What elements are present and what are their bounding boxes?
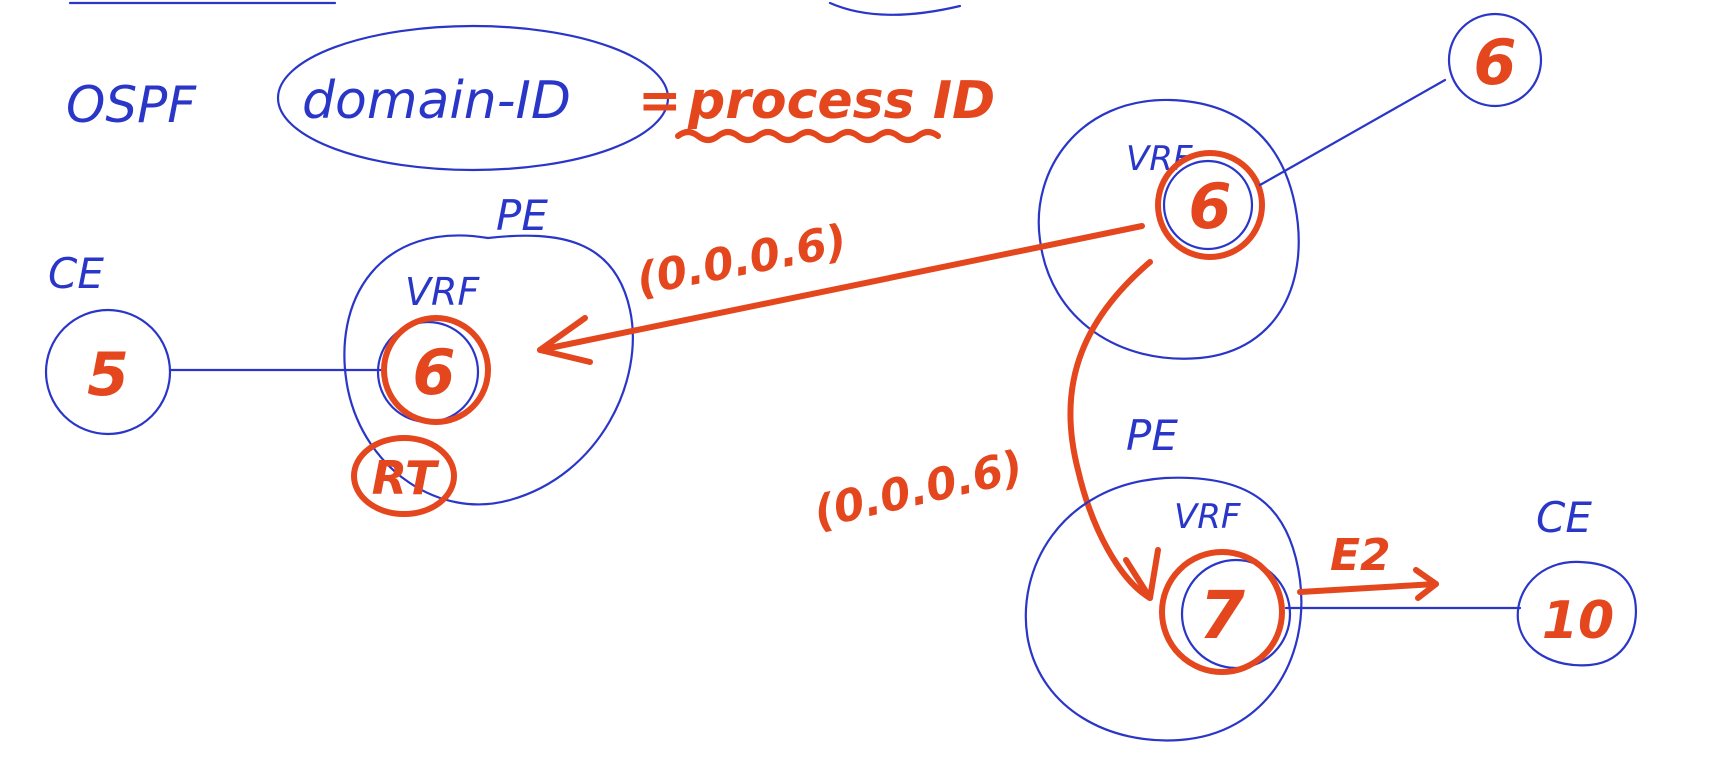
link-top-vrf-to-remote: [1258, 78, 1447, 187]
top-remote-value: 6: [1473, 26, 1516, 99]
route-label-to-bottom: (0.0.0.6): [809, 441, 1028, 539]
bottom-ce-circle: [1516, 560, 1637, 667]
bottom-pe-circle: [1024, 476, 1303, 742]
top-remote-circle: [1447, 12, 1543, 108]
e2-label: E2: [1330, 530, 1391, 581]
left-vrf-label: VRF: [405, 270, 480, 314]
top-vrf-value: 6: [1188, 170, 1231, 243]
bottom-vrf-circle: [1159, 549, 1285, 675]
arrowhead-left: [537, 315, 593, 365]
left-pe-circle: [343, 234, 634, 506]
left-rt-label: RT: [372, 451, 440, 505]
bottom-ce-label: CE: [1536, 493, 1592, 542]
left-vrf-circle: [381, 315, 491, 425]
equals-sign: =: [638, 71, 682, 131]
e2-arrowhead: [1413, 567, 1439, 601]
left-vrf-value: 6: [412, 336, 455, 409]
e2-arrow: [1297, 581, 1439, 595]
ospf-label: OSPF: [66, 76, 197, 134]
domain-id-ellipse: [276, 24, 670, 172]
route-arrow-to-left: [537, 223, 1145, 353]
left-ce-value: 5: [87, 340, 129, 410]
left-rt-circle: [351, 435, 457, 517]
bottom-pe-label: PE: [1126, 411, 1178, 460]
arrowhead-bottom: [1123, 547, 1161, 601]
bottom-vrf-value: 7: [1199, 577, 1245, 654]
bottom-vrf-label: VRF: [1174, 497, 1241, 537]
top-vrf-inner-circle: [1162, 159, 1254, 251]
top-pe-circle: [1037, 98, 1300, 360]
top-edge-stroke: [828, 1, 962, 16]
route-arrow-to-bottom: [1067, 259, 1153, 601]
process-id-underline: [675, 129, 941, 143]
bottom-ce-value: 10: [1542, 591, 1614, 651]
process-id-label: process ID: [687, 71, 995, 131]
left-ce-circle: [44, 308, 172, 436]
domain-id-label: domain-ID: [302, 71, 571, 131]
left-pe-label: PE: [496, 191, 548, 240]
left-ce-label: CE: [48, 249, 104, 298]
top-vrf-circle: [1155, 150, 1265, 260]
